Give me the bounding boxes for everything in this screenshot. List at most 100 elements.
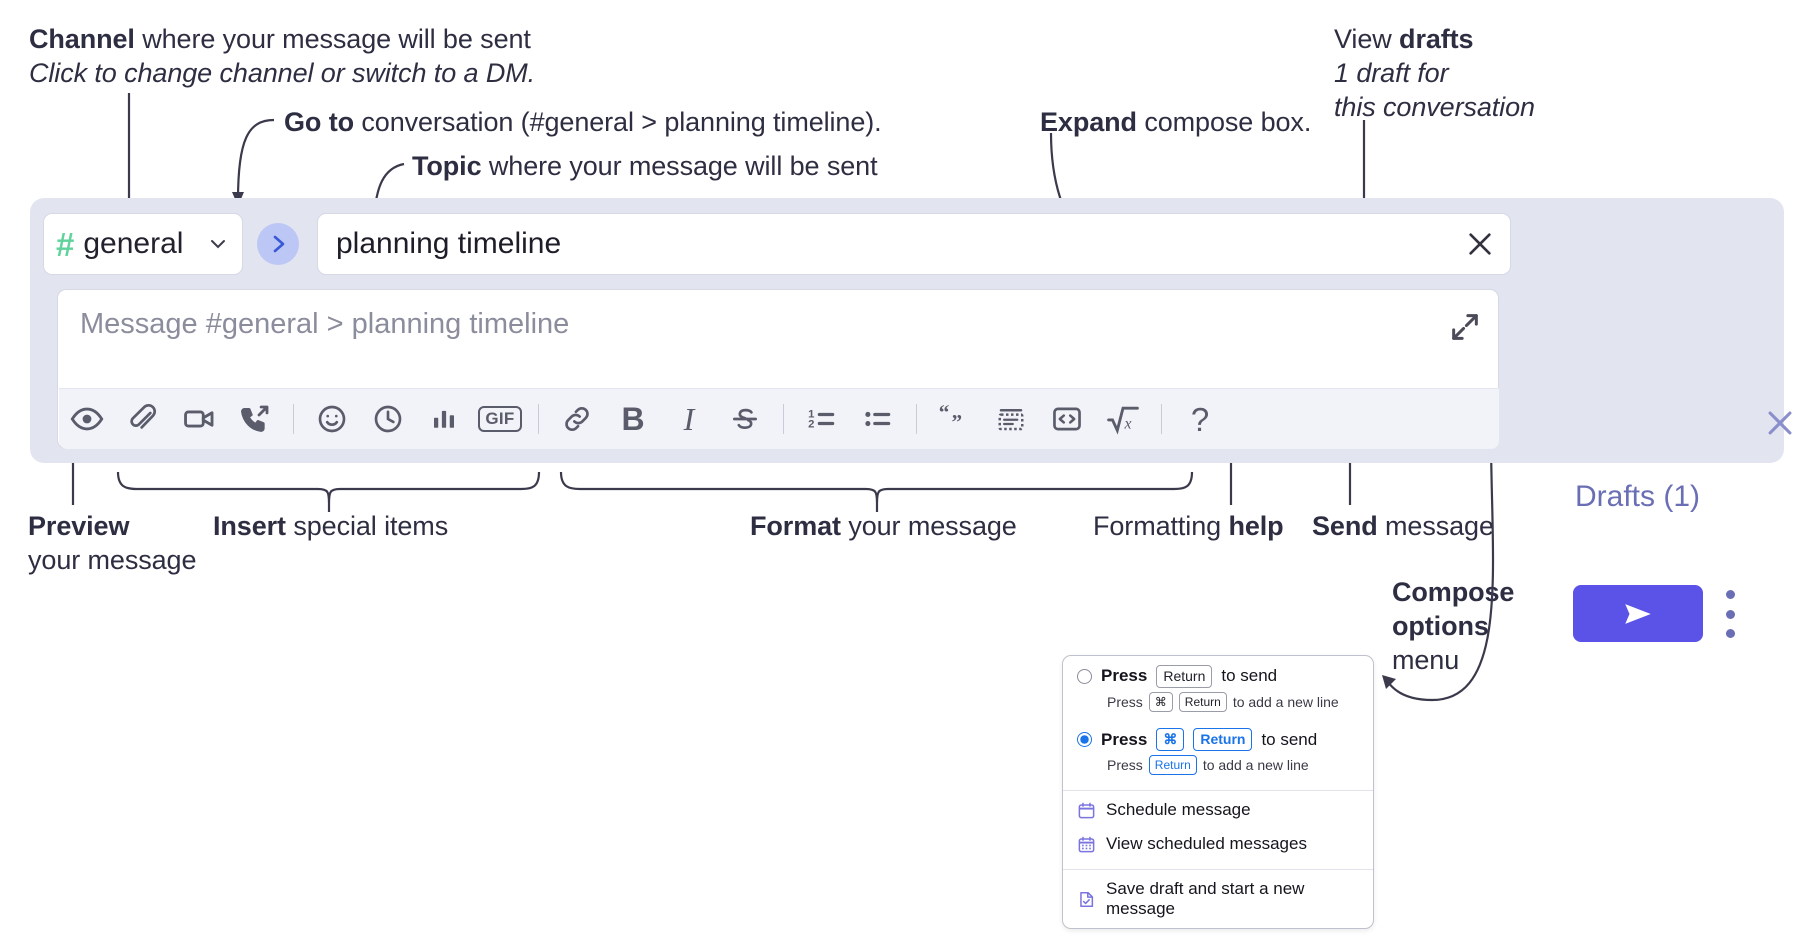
key-return: Return [1148,754,1197,776]
annotation-channel-bold: Channel [29,24,135,54]
menu-item-save-draft[interactable]: Save draft and start a new message [1063,872,1373,926]
calendar-grid-icon [1077,835,1096,854]
annotation-compose-options-l2: options [1392,611,1489,642]
key-command: ⌘ [1148,691,1173,713]
clear-topic-button[interactable] [1464,228,1496,260]
annotation-format: Format your message [750,509,1017,543]
channel-selector[interactable]: # general [43,213,243,275]
preview-icon[interactable] [59,396,115,442]
annotation-preview: Preview your message [28,509,196,577]
annotation-drafts-sub1: 1 draft for [1334,58,1449,89]
annotation-compose-options-l3: menu [1392,645,1460,676]
key-command: ⌘ [1156,728,1185,751]
option2-pre: Press [1101,729,1148,749]
menu-item-label: Save draft and start a new message [1106,879,1305,919]
svg-text:1: 1 [808,409,814,421]
topic-input[interactable]: planning timeline [317,213,1511,275]
video-clip-icon[interactable] [171,396,227,442]
send-button[interactable] [1573,585,1703,642]
math-icon[interactable]: x [1095,396,1151,442]
annotation-expand: Expand compose box. [1040,105,1311,139]
audio-clip-icon[interactable] [227,396,283,442]
goto-conversation-button[interactable] [257,223,299,265]
annotation-topic: Topic where your message will be sent [412,149,878,183]
topic-value: planning timeline [336,227,562,260]
code-block-icon[interactable] [983,396,1039,442]
annotation-insert-rest: special items [285,511,449,541]
bold-label: B [621,401,645,437]
menu-option-return-to-send[interactable]: Press Return to send [1063,656,1373,688]
kebab-dot [1725,590,1735,599]
annotation-insert-bold: Insert [213,511,286,541]
ordered-list-icon[interactable]: 1 2 [794,396,850,442]
menu-option-cmd-return-to-send[interactable]: Press ⌘ Return to send [1063,719,1373,751]
question-label: ? [1190,400,1210,438]
annotation-format-bold: Format [750,511,841,541]
bulleted-list-icon[interactable] [850,396,906,442]
option1-post: to send [1221,666,1278,686]
compose-options-button[interactable] [1724,590,1736,638]
channel-name: general [83,227,184,260]
svg-text:x: x [1124,416,1132,433]
annotation-expand-bold: Expand [1040,107,1137,137]
expand-compose-button[interactable] [1448,310,1482,344]
compose-box: Drafts (1) # general planning timeline [30,198,1792,642]
gif-label: GIF [478,405,522,433]
annotation-help-bold: help [1228,511,1284,541]
emoji-icon[interactable] [304,396,360,442]
toolbar-divider [783,404,784,434]
calendar-icon [1077,801,1096,820]
annotation-send-rest: message [1377,511,1494,541]
poll-icon[interactable] [416,396,472,442]
schedule-icon[interactable] [360,396,416,442]
annotation-drafts-pre: View [1334,24,1400,54]
annotation-help-pre: Formatting [1093,511,1229,541]
annotation-goto: Go to conversation (#general > planning … [284,105,882,139]
annotation-channel: Channel where your message will be sent … [29,22,535,90]
menu-item-schedule-message[interactable]: Schedule message [1063,793,1373,827]
annotation-drafts-bold: drafts [1399,24,1474,54]
close-compose-button[interactable] [1763,406,1797,440]
italic-icon[interactable]: I [661,396,717,442]
menu-item-label: View scheduled messages [1106,834,1307,854]
compose-options-menu: Press Return to send Press ⌘ Return to a… [1062,655,1374,930]
annotation-expand-rest: compose box. [1136,107,1312,137]
toolbar-divider [538,404,539,434]
radio-button-selected[interactable] [1077,732,1092,748]
formatting-toolbar: GIF B I [59,388,1499,449]
document-check-icon [1077,890,1096,909]
menu-option2-hint: Press Return to add a new line [1063,751,1373,782]
strikethrough-icon[interactable] [717,396,773,442]
annotation-topic-bold: Topic [412,151,482,181]
send-icon [1625,603,1651,624]
drafts-link[interactable]: Drafts (1) [1575,480,1701,513]
gif-icon[interactable]: GIF [472,396,528,442]
annotation-drafts: View drafts 1 draft for this conversatio… [1334,22,1535,124]
formatting-help-icon[interactable]: ? [1172,396,1228,442]
radio-button[interactable] [1077,668,1092,684]
link-icon[interactable] [549,396,605,442]
chevron-down-icon [211,240,225,249]
bold-icon[interactable]: B [605,396,661,442]
svg-text:2: 2 [808,419,814,431]
annotation-goto-rest: conversation (#general > planning timeli… [353,107,882,137]
menu-item-label: Schedule message [1106,800,1251,820]
inline-code-icon[interactable] [1039,396,1095,442]
annotation-goto-bold: Go to [284,107,354,137]
key-return: Return [1156,665,1213,688]
svg-text:”: ” [951,410,962,434]
key-return: Return [1193,728,1253,751]
blockquote-icon[interactable]: “ ” [927,396,983,442]
option2-sub-post: to add a new line [1202,757,1309,774]
annotation-help: Formatting help [1093,509,1284,543]
annotation-topic-rest: where your message will be sent [481,151,878,181]
attachment-icon[interactable] [115,396,171,442]
menu-item-view-scheduled-messages[interactable]: View scheduled messages [1063,827,1373,861]
option2-sub-pre: Press [1107,757,1143,774]
message-input-area[interactable]: Message #general > planning timeline [57,289,1499,449]
kebab-dot [1725,629,1735,638]
toolbar-divider [293,404,294,434]
annotation-preview-rest: your message [28,545,197,576]
key-return: Return [1178,691,1227,713]
svg-text:“: “ [939,400,950,424]
